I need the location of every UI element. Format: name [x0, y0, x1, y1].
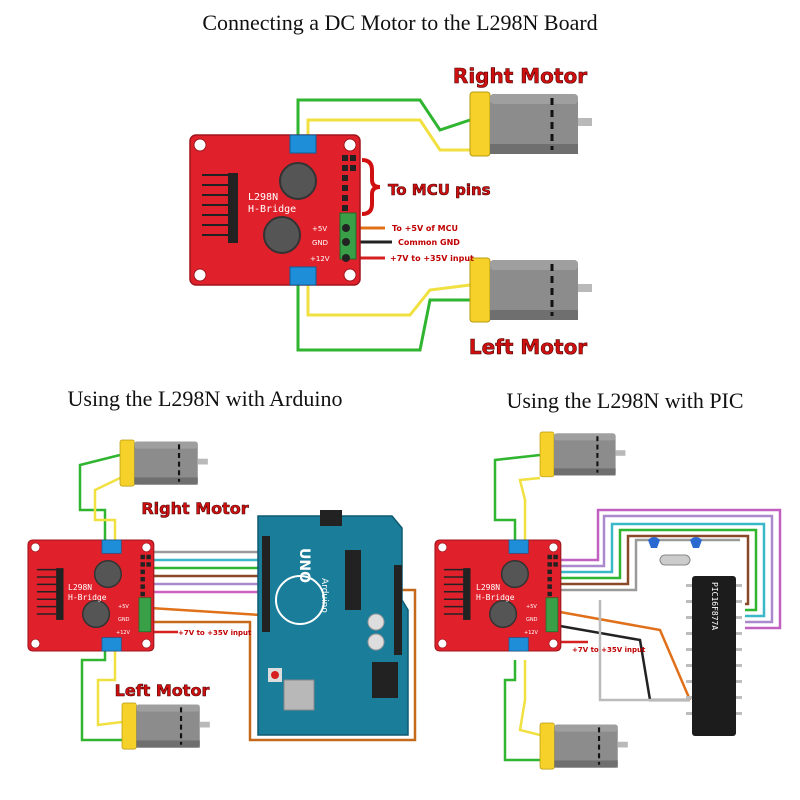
main-title: Connecting a DC Motor to the L298N Board	[202, 10, 597, 35]
common-gnd-label: Common GND	[398, 238, 460, 247]
pic-pin-5v: +5V	[526, 604, 537, 610]
arduino-pin-gnd: GND	[118, 617, 130, 623]
pic-left-motor	[538, 721, 629, 771]
vin-label: +7V to +35V input	[390, 254, 474, 263]
pic-chip-label: PIC16F877A	[710, 582, 719, 630]
pic-right-motor	[538, 430, 627, 478]
top-terminal-12v	[342, 254, 350, 262]
pic-board-name: L298N	[476, 583, 500, 592]
arduino-vin-label: +7V to +35V input	[178, 629, 252, 637]
to-mcu-pins-label: To MCU pins	[388, 181, 491, 199]
arduino-board-name: L298N	[68, 583, 92, 592]
pic-pin-gnd: GND	[526, 617, 538, 623]
arduino-uno-label: UNO	[296, 548, 312, 583]
pic-pin-12v: +12V	[524, 630, 539, 636]
arduino-board-name-2: H-Bridge	[68, 593, 107, 602]
arduino-left-motor-label: Left Motor	[115, 681, 210, 700]
top-left-motor	[468, 256, 594, 324]
arduino-pin-12v: +12V	[116, 630, 131, 636]
pic-title: Using the L298N with PIC	[506, 388, 743, 413]
pic-board-name-2: H-Bridge	[476, 593, 515, 602]
pic-microcontroller	[686, 576, 742, 736]
to-5v-label: To +5V of MCU	[392, 224, 458, 233]
arduino-right-motor-label: Right Motor	[141, 499, 248, 518]
arduino-left-motor	[120, 701, 211, 751]
left-motor-label: Left Motor	[469, 335, 587, 359]
pic-oscillator	[648, 537, 702, 566]
right-motor-label: Right Motor	[453, 64, 587, 88]
top-board-name-2: H-Bridge	[248, 204, 296, 215]
arduino-title: Using the L298N with Arduino	[68, 386, 343, 411]
arduino-uno-board	[257, 510, 409, 736]
arduino-pin-5v: +5V	[118, 604, 129, 610]
mcu-brace	[361, 158, 381, 216]
top-terminal-5v	[342, 224, 350, 232]
arduino-right-motor	[118, 438, 209, 488]
top-right-motor	[468, 90, 594, 158]
top-terminal-gnd	[342, 238, 350, 246]
top-pin-gnd: GND	[312, 239, 328, 247]
pic-vin-label: +7V to +35V input	[572, 646, 646, 654]
top-pin-12v: +12V	[310, 255, 330, 263]
pic-wires	[493, 453, 782, 762]
top-pin-5v: +5V	[312, 225, 327, 233]
arduino-brand-label: Arduino	[319, 578, 329, 613]
top-board-name: L298N	[248, 192, 278, 203]
